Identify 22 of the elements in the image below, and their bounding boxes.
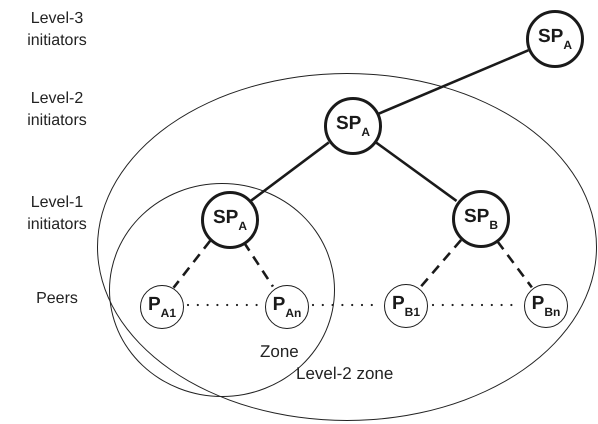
zone-label: Level-2 zone (296, 364, 394, 384)
initiator-circle: SP$_{A}$ (526, 10, 584, 68)
connector-line (378, 49, 529, 115)
dashed-connector (172, 240, 212, 288)
level-label: Peers (35, 289, 79, 309)
level-label: Level-3 initiators (26, 9, 88, 51)
connector-line (374, 141, 458, 202)
level-label: Level-1 initiators (26, 193, 88, 235)
initiator-circle: SP$_{A}$ (324, 97, 382, 155)
connector-line (250, 141, 330, 202)
dashed-connector (242, 242, 274, 288)
initiator-circle: SP$_{A}$ (201, 191, 259, 249)
peer-circle: P$_{Bn}$ (524, 284, 568, 328)
initiator-circle: SP$_{B}$ (452, 190, 510, 248)
peer-circle: P$_{B1}$ (384, 284, 428, 328)
dashed-connector (418, 239, 462, 290)
zone-label: Zone (260, 342, 299, 362)
peer-circle: P$_{A1}$ (140, 285, 184, 329)
zone-ellipse (97, 73, 597, 421)
level-label: Level-2 initiators (26, 89, 88, 131)
peer-circle: P$_{An}$ (265, 285, 309, 329)
dashed-connector (496, 240, 533, 288)
